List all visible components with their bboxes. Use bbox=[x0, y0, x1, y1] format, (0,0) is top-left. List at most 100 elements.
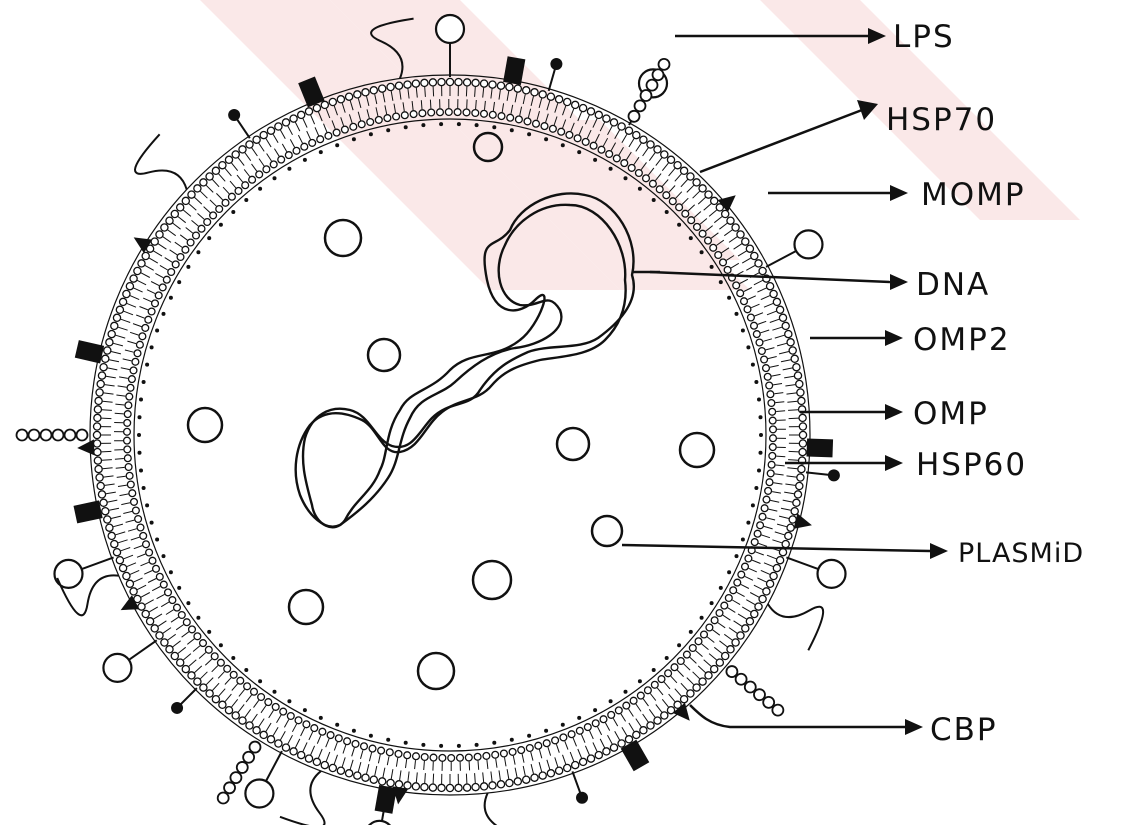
lipid-tail bbox=[343, 745, 346, 754]
lipid-head bbox=[210, 212, 217, 219]
lipid-head bbox=[507, 114, 514, 121]
lipid-tail bbox=[475, 87, 476, 97]
lipid-head bbox=[253, 727, 260, 734]
lipid-head bbox=[765, 488, 772, 495]
lipid-head bbox=[705, 191, 712, 198]
lipid-head bbox=[104, 347, 111, 354]
lipid-head bbox=[370, 776, 377, 783]
inner-dot bbox=[700, 616, 704, 620]
lps-bead bbox=[772, 705, 783, 716]
lipid-tail bbox=[682, 198, 688, 204]
lps-bead bbox=[635, 100, 646, 111]
lipid-tail bbox=[101, 418, 111, 419]
plasmid-circle bbox=[368, 339, 400, 371]
lipid-head bbox=[344, 738, 351, 745]
lipid-head bbox=[362, 774, 369, 781]
lipid-tail bbox=[764, 563, 773, 567]
lipid-tail bbox=[681, 179, 688, 186]
lipid-tail bbox=[134, 546, 143, 549]
lipid-tail bbox=[643, 714, 649, 722]
lipid-tail bbox=[687, 185, 694, 192]
lps-bead bbox=[726, 666, 737, 677]
lipid-tail bbox=[111, 516, 121, 518]
lipid-head bbox=[126, 283, 133, 290]
lipid-head bbox=[129, 376, 136, 383]
lipid-tail bbox=[205, 659, 212, 665]
lipid-head bbox=[171, 210, 178, 217]
lipid-tail bbox=[223, 187, 229, 194]
lipid-head bbox=[564, 764, 571, 771]
lipid-tail bbox=[171, 617, 179, 622]
lipid-head bbox=[130, 588, 137, 595]
lipid-tail bbox=[768, 357, 777, 359]
inner-dot bbox=[303, 158, 307, 162]
lipid-head bbox=[137, 524, 144, 531]
lipid-head bbox=[582, 139, 589, 146]
lipid-tail bbox=[154, 251, 163, 256]
lipid-tail bbox=[282, 144, 287, 152]
lipid-tail bbox=[396, 758, 397, 767]
lipid-head bbox=[337, 767, 344, 774]
omp-triangle bbox=[793, 513, 813, 533]
lipid-tail bbox=[789, 418, 799, 419]
lipid-head bbox=[734, 579, 741, 586]
lipid-head bbox=[572, 101, 579, 108]
inner-dot bbox=[757, 398, 761, 402]
inner-dot bbox=[219, 223, 223, 227]
plasmid-circle bbox=[325, 220, 361, 256]
lipid-head bbox=[464, 784, 471, 791]
lipid-tail bbox=[326, 739, 329, 747]
lipid-head bbox=[329, 764, 336, 771]
lipid-head bbox=[526, 745, 533, 752]
inner-dot bbox=[258, 187, 262, 191]
lipid-tail bbox=[295, 739, 300, 748]
inner-dot bbox=[139, 469, 143, 473]
lipid-tail bbox=[704, 660, 712, 667]
lipid-head bbox=[711, 617, 718, 624]
lipid-tail bbox=[761, 570, 770, 574]
lipid-head bbox=[733, 282, 740, 289]
lipid-head bbox=[198, 225, 205, 232]
membrane-block-protein bbox=[75, 340, 104, 363]
lipid-head bbox=[654, 146, 661, 153]
label-hsp70: HSP70 bbox=[886, 102, 997, 138]
lipid-head bbox=[767, 580, 774, 587]
lipid-head bbox=[139, 333, 146, 340]
lipid-head bbox=[730, 587, 737, 594]
lipid-tail bbox=[548, 747, 551, 756]
lipid-tail bbox=[676, 192, 682, 199]
lipid-head bbox=[93, 431, 100, 438]
inner-dot bbox=[142, 486, 146, 490]
lipid-head bbox=[640, 727, 647, 734]
lipid-head bbox=[794, 372, 801, 379]
inner-dot bbox=[244, 198, 248, 202]
lipid-tail bbox=[252, 148, 258, 156]
lipid-head bbox=[369, 745, 376, 752]
lipid-head bbox=[446, 784, 453, 791]
label-cbp: CBP bbox=[930, 712, 998, 748]
lipid-head bbox=[142, 610, 149, 617]
lipid-head bbox=[222, 199, 229, 206]
lipid-head bbox=[715, 252, 722, 259]
lipid-head bbox=[737, 231, 744, 238]
lipid-head bbox=[769, 444, 776, 451]
lipid-head bbox=[412, 783, 419, 790]
lipid-tail bbox=[643, 148, 649, 156]
lipid-tail bbox=[118, 386, 127, 387]
lipid-head bbox=[194, 633, 201, 640]
lipid-tail bbox=[789, 451, 799, 452]
inner-dot bbox=[710, 265, 714, 269]
lipid-head bbox=[346, 93, 353, 100]
lipid-head bbox=[200, 179, 207, 186]
lipid-tail bbox=[130, 296, 139, 300]
lipid-head bbox=[791, 508, 798, 515]
lipid-head bbox=[140, 533, 147, 540]
lipid-tail bbox=[137, 554, 145, 557]
lipid-head bbox=[131, 499, 138, 506]
lipid-head bbox=[763, 496, 770, 503]
lipid-tail bbox=[266, 139, 271, 148]
lipid-head bbox=[481, 110, 488, 117]
inner-dot bbox=[421, 743, 425, 747]
lipid-tail bbox=[387, 756, 389, 765]
lipid-head bbox=[151, 625, 158, 632]
